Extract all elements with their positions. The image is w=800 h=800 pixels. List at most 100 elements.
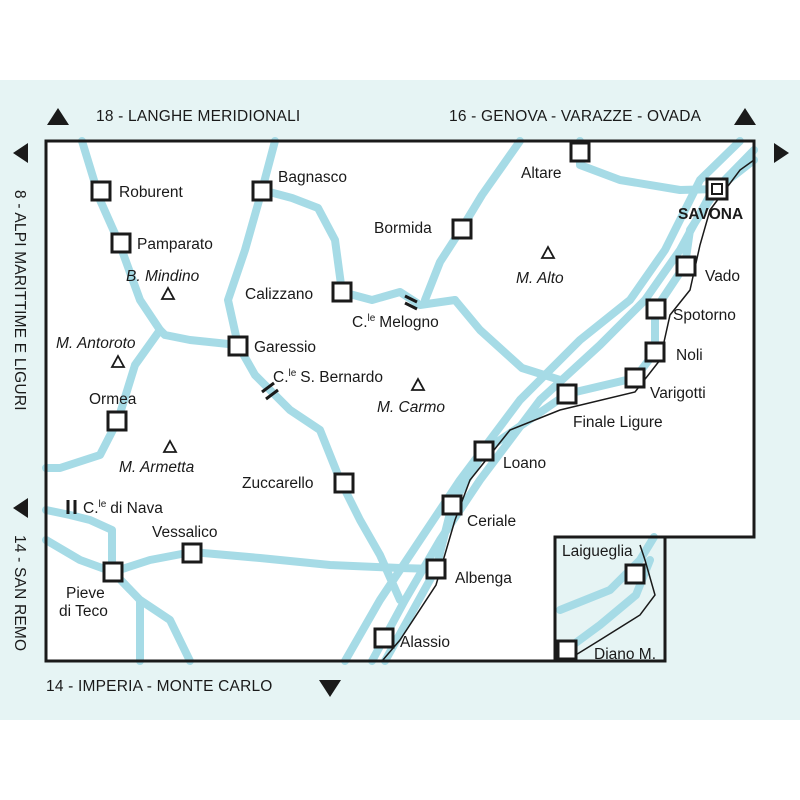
arrow-left-lower-icon[interactable] <box>13 498 28 518</box>
label-altare: Altare <box>521 165 562 182</box>
loano-square-icon <box>473 440 495 462</box>
antoroto-triangle-icon <box>110 354 126 368</box>
melogno-sup: le <box>368 313 376 324</box>
label-spotorno: Spotorno <box>673 307 736 324</box>
label-pieve-line1: Pieve <box>66 585 105 602</box>
roburent-square-icon <box>90 180 112 202</box>
arrow-left-upper-icon[interactable] <box>13 143 28 163</box>
label-calizzano: Calizzano <box>245 286 313 303</box>
adjacent-sheet-left-lower-wrap: 14 - SAN REMO <box>10 535 28 651</box>
vessalico-square-icon <box>181 542 203 564</box>
road-pieve <box>42 536 194 665</box>
label-varigotti: Varigotti <box>650 385 706 402</box>
melogno-pass-icon <box>404 294 418 304</box>
adjacent-sheet-bottom[interactable]: 14 - IMPERIA - MONTE CARLO <box>46 678 273 695</box>
label-ormea: Ormea <box>89 391 137 408</box>
nava-name: di Nava <box>110 500 163 517</box>
label-alassio: Alassio <box>400 634 450 651</box>
town-markers <box>90 141 729 661</box>
pieve-square-icon <box>102 561 124 583</box>
label-carmo: M. Carmo <box>377 399 445 416</box>
arrow-up-right-icon[interactable] <box>734 108 756 125</box>
melogno-abbr: C. <box>352 314 368 331</box>
coast-road <box>381 156 758 665</box>
arrow-up-left-icon[interactable] <box>47 108 69 125</box>
mindino-triangle-icon <box>160 286 176 300</box>
label-loano: Loano <box>503 455 546 472</box>
nava-abbr: C. <box>83 500 99 517</box>
label-pamparato: Pamparato <box>137 236 213 253</box>
label-zuccarello: Zuccarello <box>242 475 314 492</box>
label-roburent: Roburent <box>119 184 183 201</box>
albenga-square-icon <box>425 558 447 580</box>
adjacent-sheet-left-upper[interactable]: 8 - ALPI MARITTIME E LIGURI <box>11 190 28 411</box>
label-ceriale: Ceriale <box>467 513 516 530</box>
town-labels: Roburent Bagnasco Altare SAVONA Pamparat… <box>59 165 743 663</box>
adjacent-sheet-left-lower[interactable]: 14 - SAN REMO <box>11 535 28 652</box>
nava-sup: le <box>99 499 107 510</box>
finale-square-icon <box>556 383 578 405</box>
road-nava <box>42 506 116 574</box>
arrow-down-icon[interactable] <box>319 680 341 697</box>
diano-square-icon <box>556 639 578 661</box>
alto-triangle-icon <box>540 245 556 259</box>
garessio-square-icon <box>227 335 249 357</box>
laigueglia-square-icon <box>624 563 646 585</box>
bagnasco-square-icon <box>251 180 273 202</box>
bernardo-abbr: C. <box>273 369 289 386</box>
melogno-pass-icon-2 <box>404 301 418 311</box>
varigotti-square-icon <box>624 367 646 389</box>
inset-frame <box>553 535 667 663</box>
road-bagnasco <box>224 137 279 349</box>
label-bagnasco: Bagnasco <box>278 169 347 186</box>
noli-square-icon <box>644 341 666 363</box>
ormea-square-icon <box>106 410 128 432</box>
label-laigueglia: Laigueglia <box>562 543 633 560</box>
peak-labels: B. Mindino M. Alto M. Antoroto M. Carmo … <box>56 268 564 476</box>
label-vessalico: Vessalico <box>152 524 217 541</box>
bernardo-pass-icon <box>261 381 275 394</box>
carmo-triangle-icon <box>410 377 426 391</box>
bernardo-name: S. Bernardo <box>300 369 383 386</box>
alassio-square-icon <box>373 627 395 649</box>
zuccarello-square-icon <box>333 472 355 494</box>
road-garessio-bernardo <box>234 341 404 604</box>
label-vado: Vado <box>705 268 740 285</box>
ceriale-square-icon <box>441 494 463 516</box>
savona-inner-square-icon <box>711 183 723 195</box>
vado-square-icon <box>675 255 697 277</box>
adjacent-sheet-top-left[interactable]: 18 - LANGHE MERIDIONALI <box>96 108 301 125</box>
spotorno-square-icon <box>645 298 667 320</box>
label-noli: Noli <box>676 347 703 364</box>
arrow-right-upper-icon[interactable] <box>774 143 789 163</box>
label-bormida: Bormida <box>374 220 432 237</box>
pass-markers <box>66 294 418 514</box>
label-mindino: B. Mindino <box>126 268 200 285</box>
melogno-name: Melogno <box>379 314 438 331</box>
label-albenga: Albenga <box>455 570 512 587</box>
label-pieve-line2: di Teco <box>59 603 108 620</box>
label-armetta: M. Armetta <box>119 459 195 476</box>
peak-markers <box>110 245 556 453</box>
nav-arrows <box>13 108 789 697</box>
map-panel <box>46 141 754 661</box>
label-garessio: Garessio <box>254 339 316 356</box>
label-antoroto: M. Antoroto <box>56 335 136 352</box>
label-finale: Finale Ligure <box>573 414 663 431</box>
calizzano-square-icon <box>331 281 353 303</box>
bormida-square-icon <box>451 218 473 240</box>
bernardo-pass-icon-2 <box>265 388 279 401</box>
coast-line-inset <box>565 544 656 662</box>
adjacent-sheet-left-upper-wrap: 8 - ALPI MARITTIME E LIGURI <box>10 190 28 411</box>
adjacent-sheet-top-right[interactable]: 16 - GENOVA - VARAZZE - OVADA <box>449 108 702 125</box>
label-savona: SAVONA <box>678 206 743 223</box>
label-diano: Diano M. <box>594 646 656 663</box>
label-alto: M. Alto <box>516 270 564 287</box>
pamparato-square-icon <box>110 232 132 254</box>
